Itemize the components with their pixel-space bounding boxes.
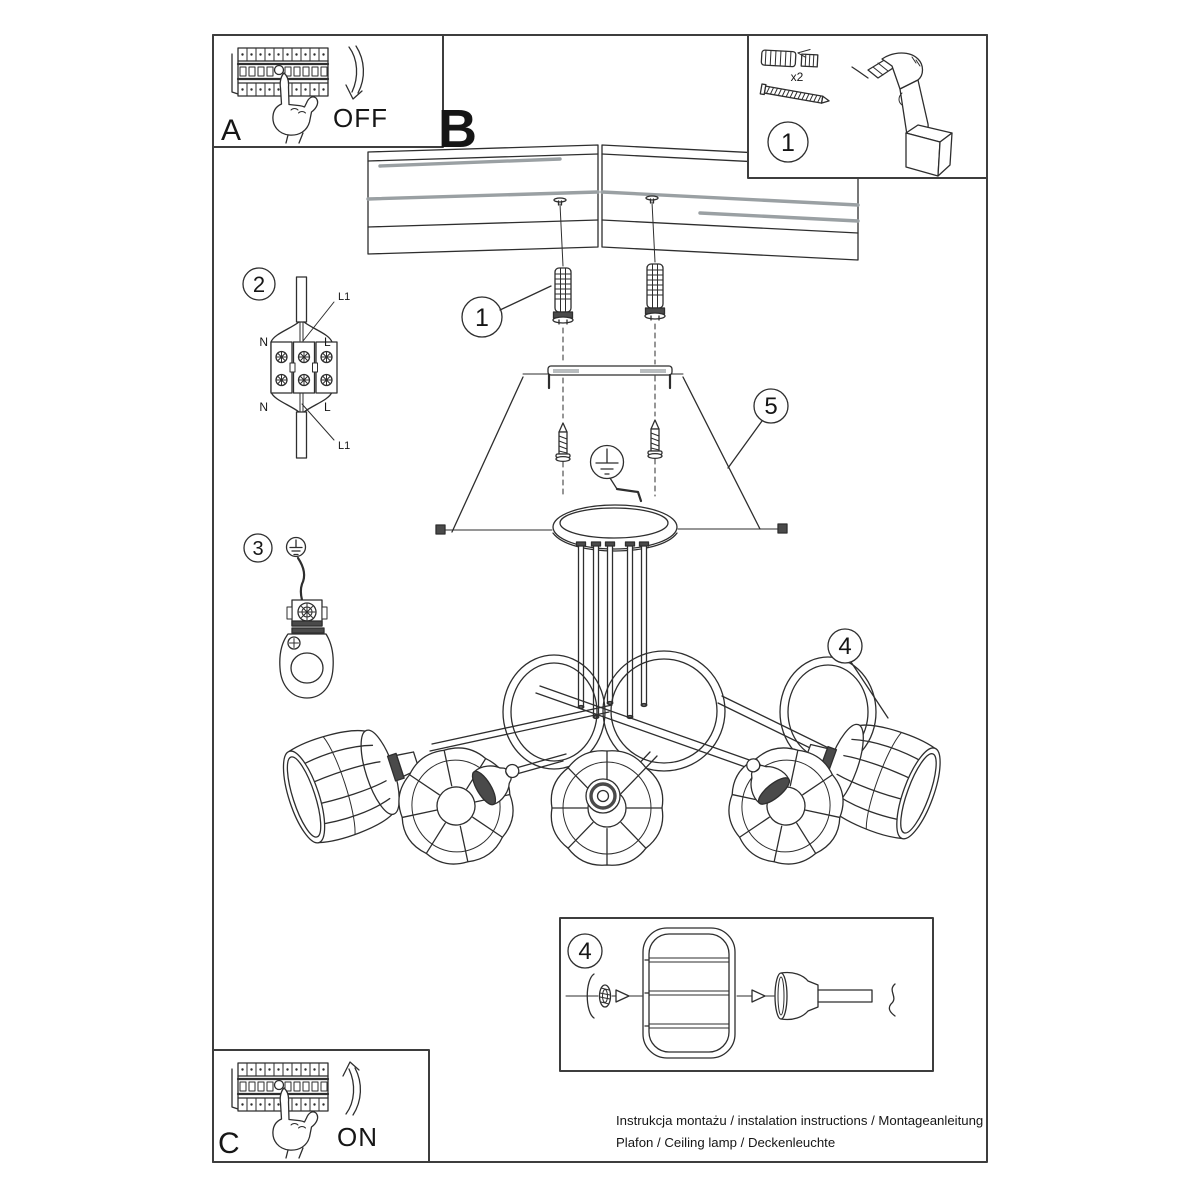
arm-loops-drawing — [429, 650, 877, 793]
wiring-diagram: 2 L1 L1 N L N L — [242, 267, 350, 459]
panel-c-label: C — [218, 1127, 240, 1160]
plank-screw-icon — [553, 197, 567, 206]
mounting-bracket-drawing — [522, 365, 684, 390]
rotate-arrow-icon — [586, 973, 595, 1019]
callout-tools: 1 — [767, 121, 809, 163]
drill-icon — [851, 52, 953, 177]
footer-text: Instrukcja montażu / instalation instruc… — [616, 1113, 983, 1150]
assembly-drawing: 1 5 — [273, 263, 951, 875]
footer-line-1: Instrukcja montażu / instalation instruc… — [616, 1113, 983, 1128]
wire-label-n-top: N — [259, 335, 268, 349]
callout-dowel: 1 — [461, 285, 552, 338]
plank-screw-icon — [645, 195, 659, 204]
wire-label-l1-bottom: L1 — [338, 440, 350, 452]
side-screw-icon — [435, 524, 553, 535]
earth-symbol-icon — [285, 536, 307, 558]
arrow-right-icon — [751, 989, 766, 1003]
wire-label-l1-top: L1 — [338, 291, 350, 303]
terminal-screws — [275, 350, 333, 387]
canopy-drawing — [552, 504, 678, 552]
callout-ground-number: 3 — [252, 538, 263, 560]
wall-plug-icon — [760, 49, 819, 68]
wall-plug-icon — [644, 263, 666, 321]
wire-label-l-bottom: L — [324, 400, 331, 414]
section-b-label: B — [438, 99, 477, 159]
callout-shade-detail-number: 4 — [578, 938, 591, 965]
arrow-right-icon — [615, 989, 630, 1003]
lamp-socket-icon — [585, 778, 621, 814]
wire-label-n-bottom: N — [259, 400, 268, 414]
footer-line-2: Plafon / Ceiling lamp / Deckenleuchte — [616, 1135, 835, 1150]
ring-nut-icon — [598, 984, 612, 1008]
cage-shade-front-drawing — [642, 927, 736, 1059]
screw-quantity-label: x2 — [791, 70, 804, 84]
callout-canopy: 5 — [727, 388, 789, 469]
callout-shade-number: 4 — [838, 633, 851, 660]
callout-tools-number: 1 — [781, 129, 795, 157]
power-on-label: ON — [337, 1122, 378, 1152]
ground-diagram: 3 — [243, 533, 334, 699]
callout-dowel-number: 1 — [475, 304, 489, 332]
callout-shade: 4 — [827, 628, 889, 719]
panel-shade-detail: 4 — [559, 917, 934, 1072]
panel-power-on: C ON — [212, 1049, 430, 1163]
panel-power-off: A OFF — [212, 34, 444, 148]
socket-side-icon — [774, 971, 873, 1021]
callout-canopy-number: 5 — [764, 393, 777, 420]
panel-a-label: A — [221, 114, 241, 147]
callout-terminal-number: 2 — [253, 272, 265, 297]
wall-plug-icon — [552, 267, 574, 325]
panel-tools: x2 1 — [747, 34, 988, 179]
earth-symbol-icon — [589, 444, 643, 503]
power-off-label: OFF — [333, 103, 388, 133]
side-screw-icon — [677, 523, 788, 534]
wire-label-l-top: L — [324, 335, 331, 349]
hanger-rods-drawing — [575, 541, 650, 720]
screw-icon — [759, 83, 830, 104]
cable-squiggle-icon — [888, 983, 896, 1017]
